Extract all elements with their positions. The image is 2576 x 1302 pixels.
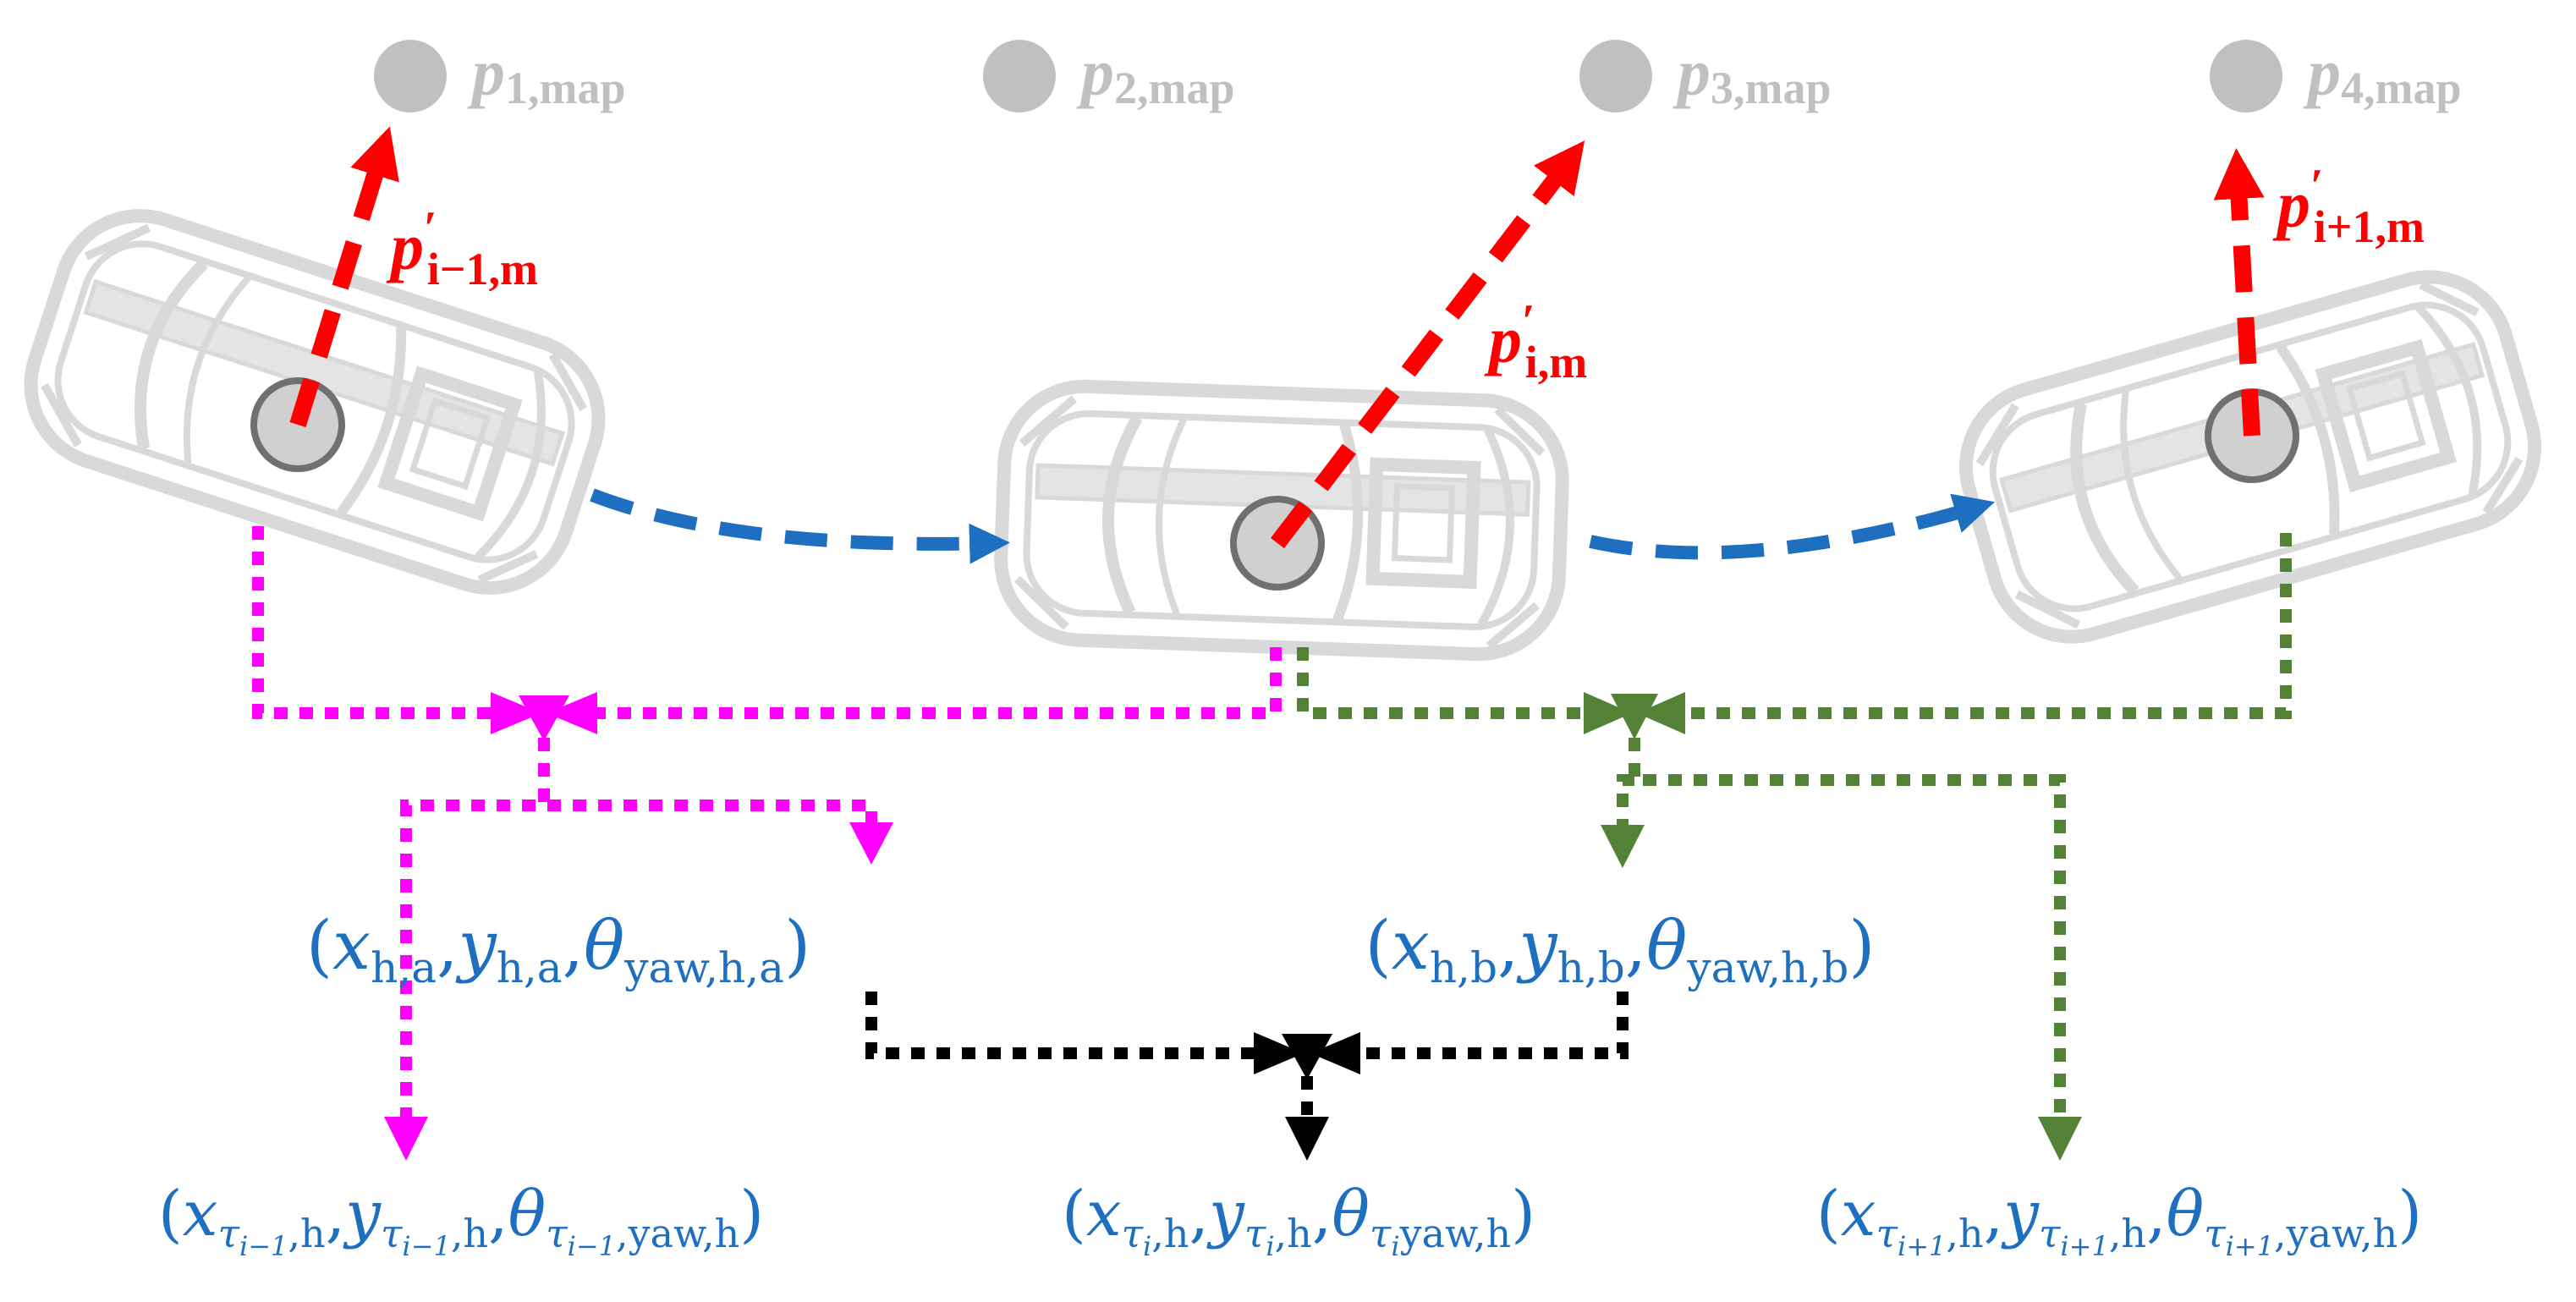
map-point-3-icon bbox=[1579, 40, 1652, 113]
map-point-label-3: p3,map bbox=[1672, 36, 1832, 113]
green-connector bbox=[1297, 533, 2292, 1118]
map-point-label-2: p2,map bbox=[1076, 36, 1235, 113]
output-label-3: (xτi+1,h,yτi+1,h,θτi+1,yaw,h) bbox=[1816, 1178, 2422, 1262]
map-point-1-icon bbox=[374, 40, 447, 113]
output-label-2: (xτi,h,yτi,h,θτiyaw,h) bbox=[1062, 1178, 1535, 1262]
magenta-connector bbox=[252, 526, 1282, 1121]
trajectory-arrow-1 bbox=[590, 488, 1010, 564]
intermediate-label-b: (xh,b,yh,b,θyaw,h,b) bbox=[1365, 906, 1876, 992]
map-point-label-1: p1,map bbox=[467, 36, 626, 113]
map-point-label-4: p4,map bbox=[2303, 36, 2462, 113]
black-arrowheads bbox=[1254, 1032, 1360, 1161]
vector-arrow-left bbox=[289, 126, 399, 427]
map-point-2-icon bbox=[983, 40, 1056, 113]
map-points bbox=[374, 40, 2282, 113]
vector-label-1: p′i−1,m bbox=[386, 202, 538, 294]
vector-arrow-middle bbox=[1271, 140, 1585, 549]
green-arrowheads bbox=[1584, 692, 2082, 1161]
vector-label-2: p′i,m bbox=[1484, 295, 1587, 387]
output-label-1: (xτi−1,h,yτi−1,h,θτi−1,yaw,h) bbox=[158, 1178, 764, 1262]
map-point-4-icon bbox=[2210, 40, 2282, 113]
magenta-arrowheads bbox=[384, 692, 893, 1161]
black-connector bbox=[865, 992, 1629, 1117]
trajectory-arrow-2 bbox=[1589, 493, 1996, 560]
vector-label-3: p′i+1,m bbox=[2272, 160, 2425, 252]
vector-arrow-right bbox=[2213, 148, 2265, 437]
intermediate-label-a: (xh,a,yh,a,θyaw,h,a) bbox=[306, 906, 810, 992]
